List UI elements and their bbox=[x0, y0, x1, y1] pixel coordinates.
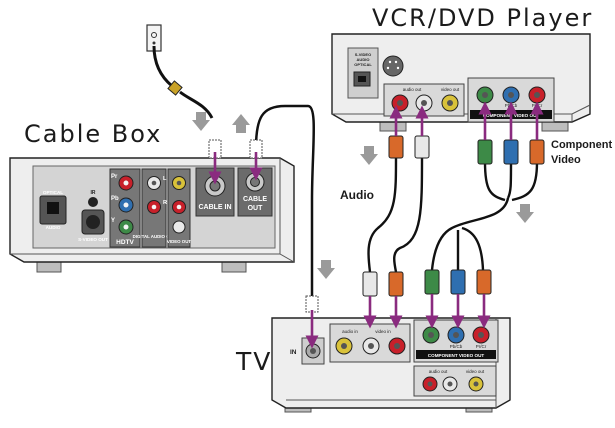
tv-video-out-label: video out bbox=[466, 369, 485, 374]
component-callout-line1: Component bbox=[551, 139, 613, 151]
down-arrow-icon bbox=[317, 260, 335, 279]
pr-label: Pr bbox=[111, 174, 118, 180]
svideo-optical-panel: S-VIDEO AUDIO OPTICAL bbox=[347, 47, 404, 99]
pb-label: Pb bbox=[111, 196, 119, 202]
audio-callout: Audio bbox=[340, 188, 374, 202]
tv-title: TV bbox=[236, 347, 273, 376]
tv-audio-video-out-panel: audio out video out bbox=[413, 365, 497, 397]
tv-audio-video-in-panel: audio in video in bbox=[329, 323, 411, 363]
out-label: OUT bbox=[248, 205, 264, 212]
wall-coax-cable bbox=[152, 45, 214, 119]
tv-video-in-label: video in bbox=[375, 329, 391, 334]
down-arrow-icon bbox=[192, 112, 210, 131]
tv-pb-label: Pb/Cb bbox=[450, 344, 463, 349]
tv-in-label: IN bbox=[290, 349, 297, 356]
digital-audio-out-label: DIGITAL AUDIO OUT bbox=[133, 234, 176, 239]
cable-box: OPTICAL AUDIO IR S-VIDEO OUT Pr Pb Y HDT… bbox=[9, 139, 295, 273]
tv-component-video-out-label: COMPONENT VIDEO OUT bbox=[428, 353, 485, 358]
vcr-audio-video-out-panel: audio out video out bbox=[383, 83, 465, 117]
cable-box-title: Cable Box bbox=[24, 120, 163, 148]
l-label: L bbox=[163, 176, 167, 182]
tv-audio-out-label: audio out bbox=[429, 369, 448, 374]
hdtv-label: HDTV bbox=[116, 239, 134, 246]
svideo-optical-label: S-VIDEO bbox=[355, 52, 371, 57]
tv-coax-plug bbox=[305, 295, 319, 349]
component-video-cable bbox=[424, 101, 545, 329]
optical-label: OPTICAL bbox=[43, 190, 63, 195]
audio-cable bbox=[362, 105, 430, 329]
cable-in-label: CABLE IN bbox=[198, 204, 231, 211]
ir-label: IR bbox=[91, 190, 96, 196]
s-video-out-label: S-VIDEO OUT bbox=[78, 237, 108, 242]
video-out-label: VIDEO OUT bbox=[167, 239, 191, 244]
tv-component-panel: Pb/Cb Pr/Cr COMPONENT VIDEO OUT bbox=[413, 319, 499, 363]
cable-out-to-tv-wire bbox=[254, 104, 316, 296]
digital-audio-out-ports: L R DIGITAL AUDIO OUT bbox=[133, 168, 176, 248]
hdtv-component-ports: Pr Pb Y HDTV bbox=[109, 168, 141, 248]
down-arrow-icon bbox=[516, 204, 534, 223]
vcr-pr-label: Pr/Cr bbox=[532, 103, 543, 108]
cable-in-plug bbox=[208, 139, 222, 185]
svg-text:OPTICAL: OPTICAL bbox=[354, 62, 372, 67]
r-label: R bbox=[163, 200, 167, 206]
vcr-dvd-player: S-VIDEO AUDIO OPTICAL audio out video ou… bbox=[331, 33, 591, 132]
component-video-callout: Component Video bbox=[551, 138, 612, 168]
down-arrow-icon bbox=[360, 146, 378, 165]
s-video-out-port: S-VIDEO OUT bbox=[78, 209, 108, 242]
vcr-pb-label: Pb/Cb bbox=[505, 103, 518, 108]
vcr-dvd-player-title: VCR/DVD Player bbox=[372, 4, 594, 32]
vcr-video-out-label: video out bbox=[441, 87, 460, 92]
wall-outlet bbox=[146, 24, 162, 52]
y-label: Y bbox=[111, 218, 115, 224]
cable-label: CABLE bbox=[243, 196, 267, 203]
up-arrow-icon bbox=[232, 114, 250, 133]
tv-set: IN audio in video in Pb/Cb Pr/Cr COMPONE… bbox=[271, 317, 511, 413]
vcr-audio-out-label: audio out bbox=[403, 87, 422, 92]
component-callout-line2: Video bbox=[551, 154, 581, 166]
svg-text:AUDIO: AUDIO bbox=[357, 57, 370, 62]
cable-out-plug bbox=[249, 139, 263, 181]
tv-pr-label: Pr/Cr bbox=[476, 344, 487, 349]
cable-out-port: CABLE OUT bbox=[237, 167, 273, 217]
ir-port: IR bbox=[88, 190, 98, 207]
tv-audio-in-label: audio in bbox=[342, 329, 358, 334]
audio-label: AUDIO bbox=[46, 225, 61, 230]
video-out-ports: VIDEO OUT bbox=[167, 168, 191, 248]
optical-audio-port: OPTICAL AUDIO bbox=[39, 190, 67, 230]
